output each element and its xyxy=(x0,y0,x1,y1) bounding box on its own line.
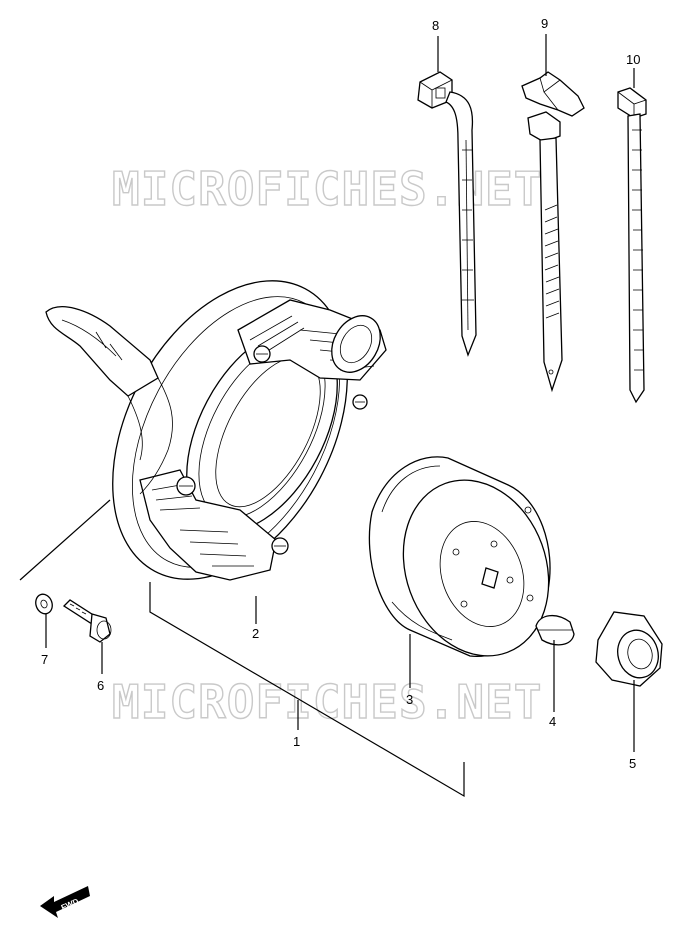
cable-tie-bracket-9 xyxy=(521,71,585,393)
watermark-top: MICROFICHES.NET xyxy=(112,162,542,216)
part-number-4: 4 xyxy=(549,714,556,729)
part-number-10: 10 xyxy=(626,52,640,67)
washer-7 xyxy=(35,593,53,615)
watermark-bottom: MICROFICHES.NET xyxy=(112,675,542,729)
part-number-8: 8 xyxy=(432,18,439,33)
cable-tie-clamp-8 xyxy=(417,71,477,357)
stator-plate-2 xyxy=(45,280,387,581)
part-number-1: 1 xyxy=(293,734,300,749)
part-number-5: 5 xyxy=(629,756,636,771)
bolt-6 xyxy=(62,599,112,643)
part-number-2: 2 xyxy=(252,626,259,641)
rotor-nut-5 xyxy=(595,611,663,687)
part-number-7: 7 xyxy=(41,652,48,667)
part-number-3: 3 xyxy=(406,692,413,707)
woodruff-key-4 xyxy=(535,615,575,646)
part-number-9: 9 xyxy=(541,16,548,31)
part-number-6: 6 xyxy=(97,678,104,693)
forward-arrow-icon xyxy=(40,886,90,918)
forward-direction-badge: FWD xyxy=(40,886,90,918)
cable-tie-10 xyxy=(617,87,647,404)
leader-lines xyxy=(19,34,635,798)
rotor-flywheel-3 xyxy=(368,456,551,657)
